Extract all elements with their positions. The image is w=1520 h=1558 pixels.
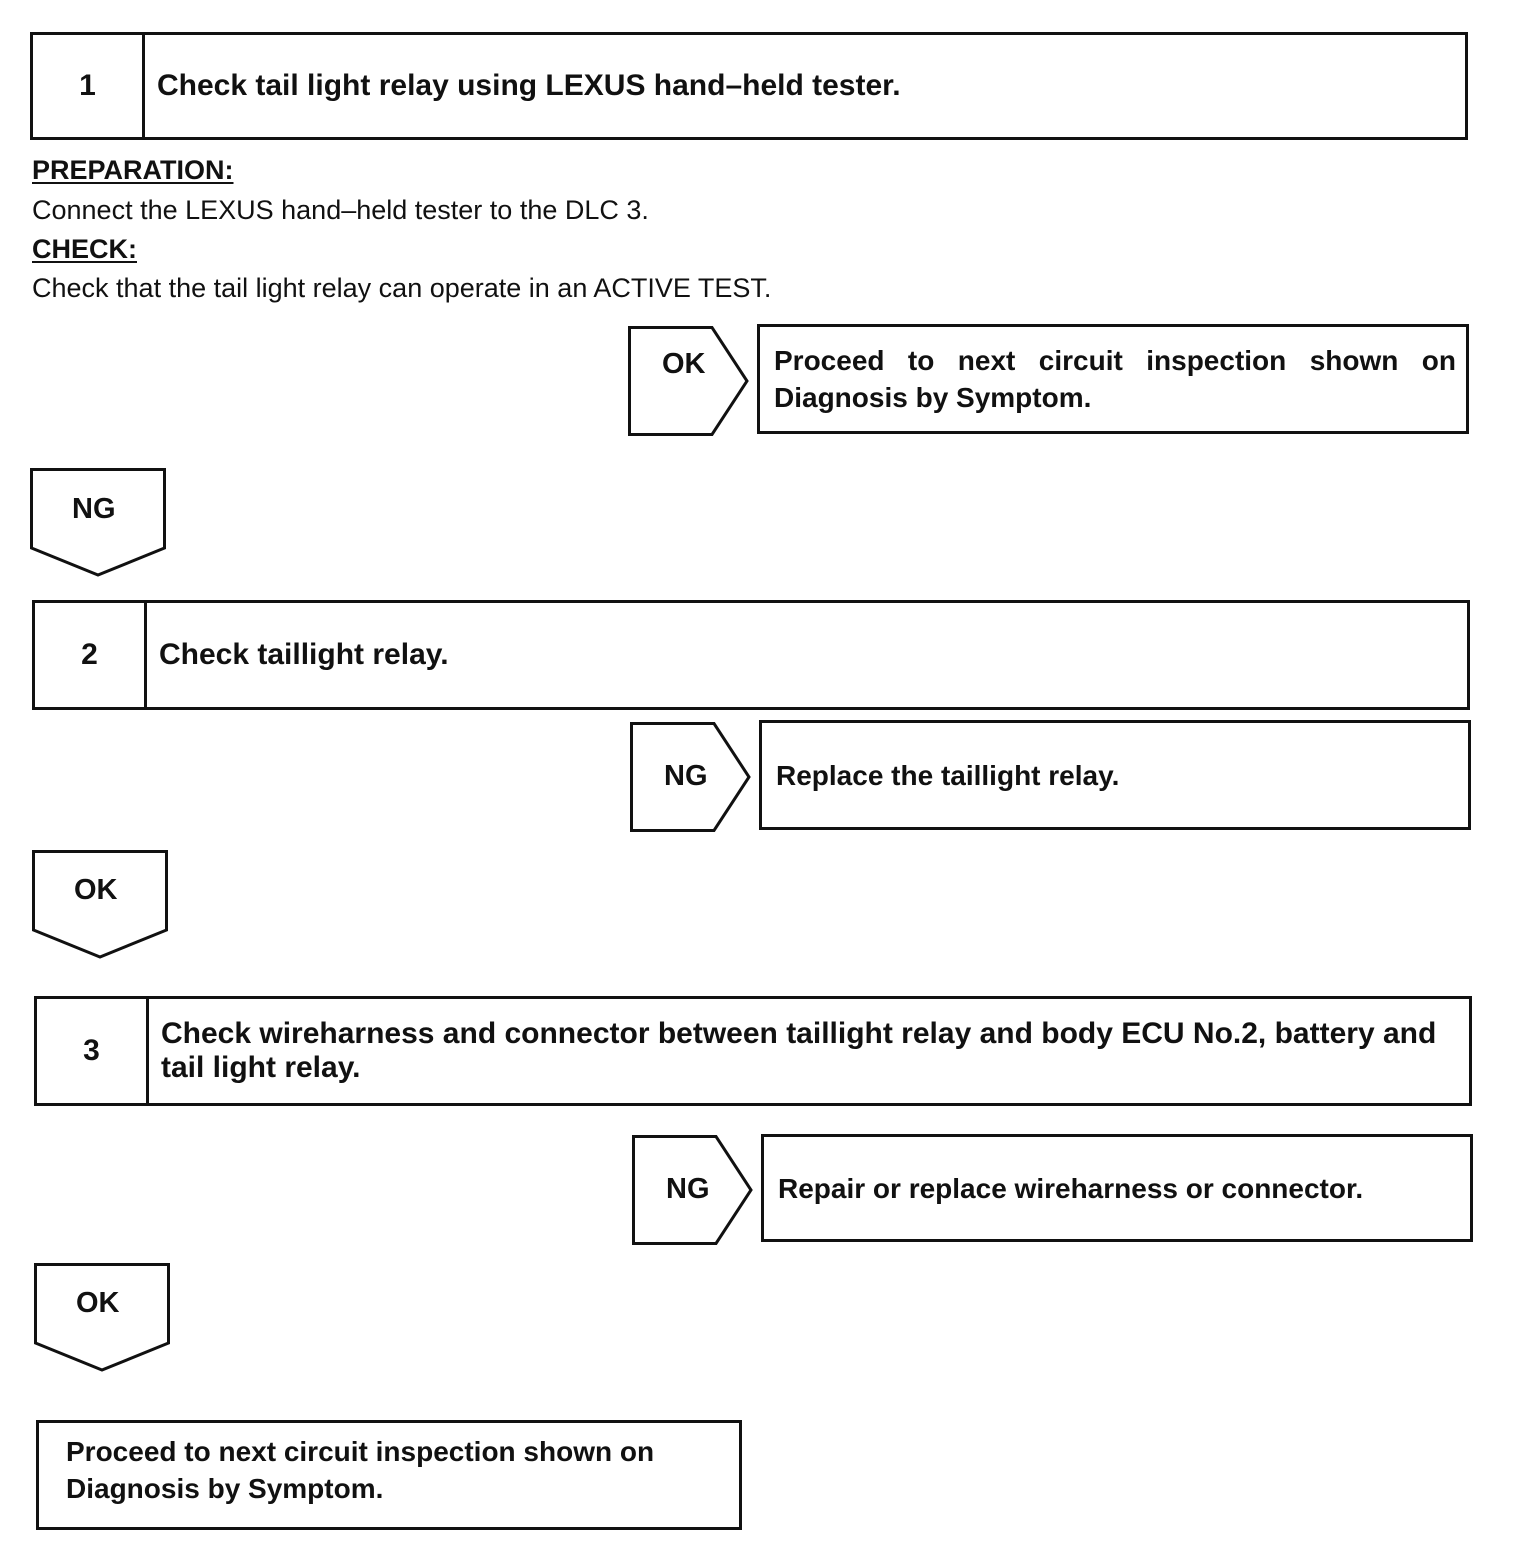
ok-label-down-2: OK — [74, 874, 118, 906]
result-box-2: Replace the taillight relay. — [759, 720, 1471, 830]
step-3-header: 3 Check wireharness and connector betwee… — [34, 996, 1472, 1106]
ng-arrow-right-3: NG — [632, 1135, 754, 1245]
result-text-3: Repair or replace wireharness or connect… — [778, 1172, 1364, 1204]
step-1-header: 1 Check tail light relay using LEXUS han… — [30, 32, 1468, 140]
ng-arrow-down-1: NG — [30, 468, 166, 578]
ok-label-1: OK — [662, 348, 706, 380]
step-2-header: 2 Check taillight relay. — [32, 600, 1470, 710]
result-text-2: Replace the taillight relay. — [776, 759, 1120, 791]
preparation-text: Connect the LEXUS hand–held tester to th… — [32, 195, 649, 225]
result-box-3: Repair or replace wireharness or connect… — [761, 1134, 1473, 1242]
step-3-number: 3 — [37, 999, 149, 1103]
result-text-1: Proceed to next circuit inspection shown… — [774, 345, 1456, 413]
result-box-1: Proceed to next circuit inspection shown… — [757, 324, 1469, 434]
ok-arrow-down-2: OK — [32, 850, 168, 960]
down-arrow-icon — [34, 1263, 170, 1372]
right-arrow-icon — [630, 722, 751, 832]
ng-label-right-2: NG — [664, 760, 708, 792]
ok-arrow-right-1: OK — [628, 326, 750, 436]
check-label: CHECK: — [32, 234, 137, 264]
check-text: Check that the tail light relay can oper… — [32, 273, 772, 303]
ng-label-right-3: NG — [666, 1173, 710, 1205]
ng-arrow-right-2: NG — [630, 722, 752, 832]
step-2-title: Check taillight relay. — [159, 638, 449, 671]
ok-label-down-3: OK — [76, 1287, 120, 1319]
right-arrow-icon — [632, 1135, 753, 1245]
final-result-text: Proceed to next circuit inspection shown… — [66, 1436, 655, 1504]
preparation-label: PREPARATION: — [32, 155, 234, 185]
step-3-title: Check wireharness and connector between … — [161, 1017, 1437, 1084]
down-arrow-icon — [32, 850, 168, 959]
ok-arrow-down-3: OK — [34, 1263, 170, 1373]
step-1-number: 1 — [33, 35, 145, 137]
ng-label-down-1: NG — [72, 493, 116, 525]
final-result-box: Proceed to next circuit inspection shown… — [36, 1420, 742, 1530]
right-arrow-icon — [628, 326, 749, 436]
step-1-title: Check tail light relay using LEXUS hand–… — [157, 69, 901, 102]
down-arrow-icon — [30, 468, 166, 577]
step-2-number: 2 — [35, 603, 147, 707]
